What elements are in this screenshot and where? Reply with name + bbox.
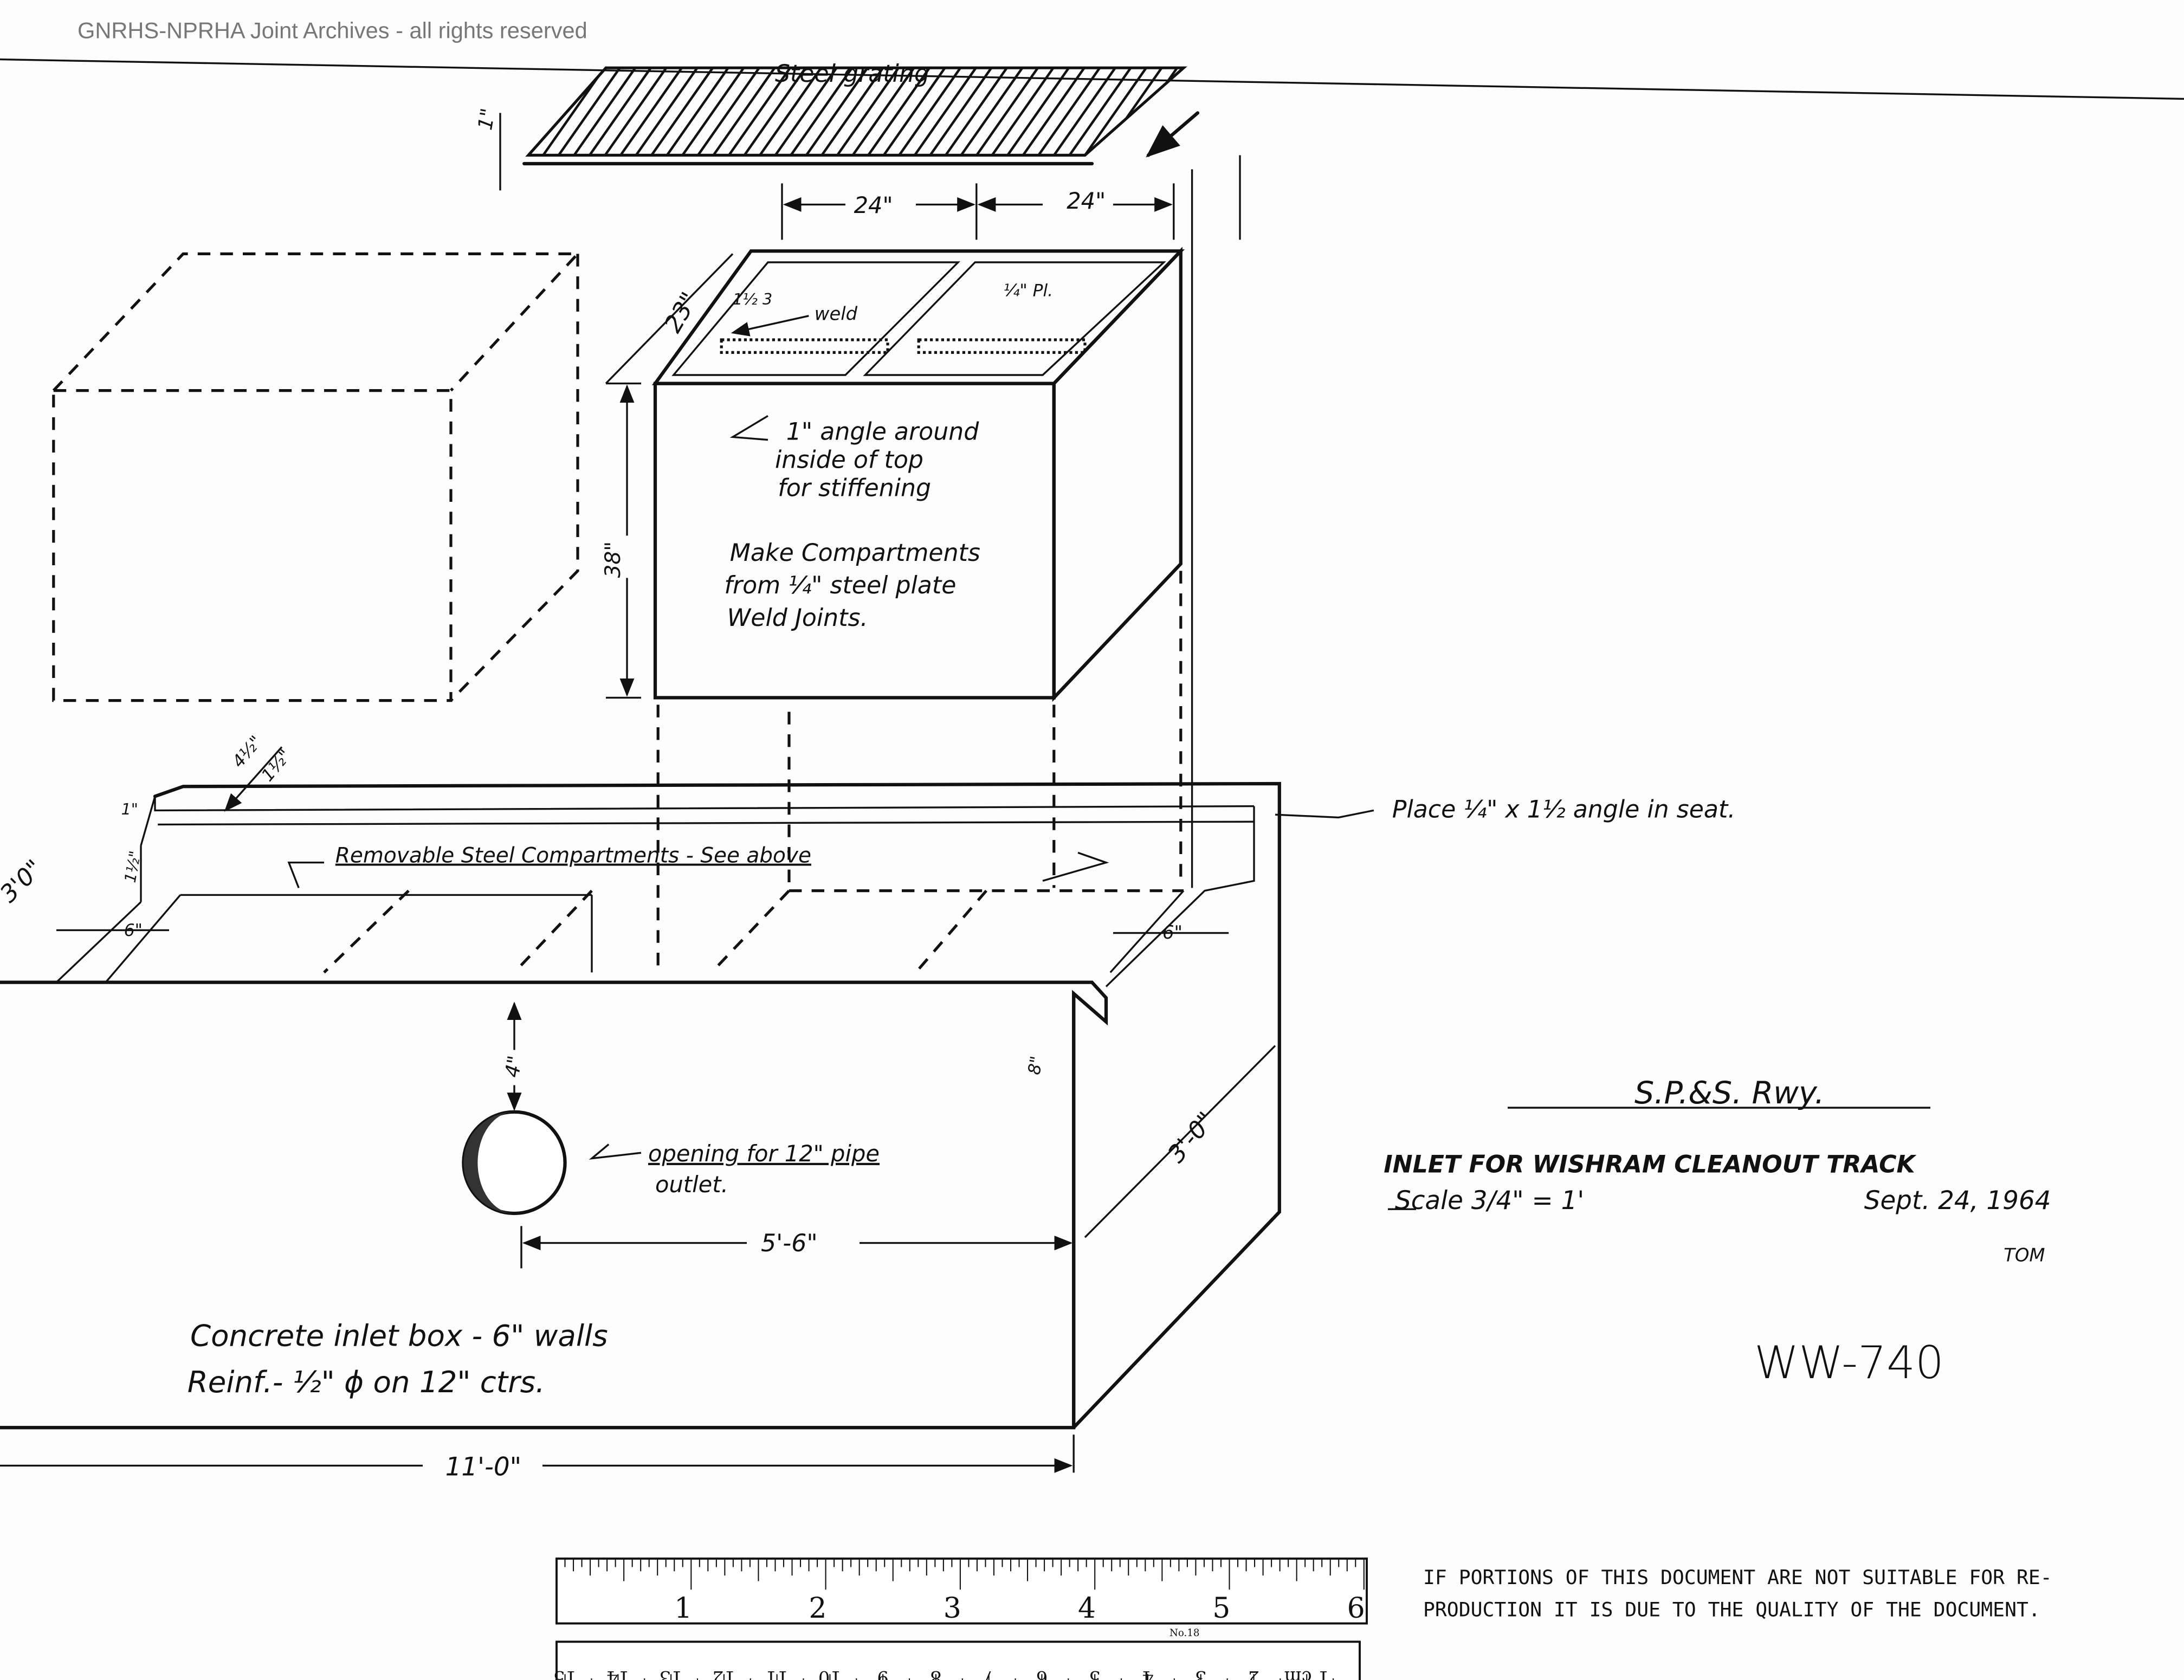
cm-label: 6	[1036, 1667, 1048, 1680]
steel-grating: Steel grating 1"	[473, 60, 1200, 191]
steel-compartment-box: 24" 24" 23" 1½ 3 weld ¼" Pl. 38" 1" angl…	[601, 155, 1241, 966]
weld-label: weld	[815, 303, 858, 325]
depth-dim: 23"	[659, 288, 703, 338]
inch-label: 3	[944, 1592, 961, 1625]
height-dim: 38"	[601, 541, 625, 578]
cm-label: 15	[553, 1667, 577, 1680]
concrete-box-note: Concrete inlet box - 6" walls Reinf.- ½"…	[188, 1318, 617, 1399]
cm-label: 1 cm	[1284, 1667, 1329, 1680]
removable-compartments-label: Removable Steel Compartments - See above	[335, 844, 811, 868]
inch-label: 4	[1078, 1592, 1096, 1625]
plate-note: Make Compartments from ¼" steel plate We…	[724, 539, 988, 632]
cm-label: 11	[765, 1667, 789, 1680]
notice-line-2: PRODUCTION IT IS DUE TO THE QUALITY OF T…	[1423, 1598, 2040, 1621]
drawing-date: Sept. 24, 1964	[1864, 1186, 2051, 1216]
cm-label: 12	[712, 1667, 735, 1680]
cm-label: 4	[1142, 1667, 1154, 1680]
seat-dim-c: 1"	[121, 800, 138, 818]
ruler-brand: No.18	[1169, 1627, 1199, 1639]
drawing-title: INLET FOR WISHRAM CLEANOUT TRACK	[1384, 1151, 1916, 1179]
cm-label: 9	[877, 1667, 889, 1680]
cm-label: 10	[818, 1667, 842, 1680]
cm-label: 14	[606, 1667, 630, 1680]
grating-label: Steel grating	[775, 60, 929, 88]
cm-label: 13	[660, 1667, 683, 1680]
cm-label: 2	[1248, 1667, 1260, 1680]
width-right-dim: 24"	[1067, 188, 1106, 214]
left-depth-dim: 3'0"	[0, 855, 48, 908]
concrete-inlet-box: 4½" 1½" 1" 1½" 3'0" Removable Steel Comp…	[0, 732, 1735, 1482]
wall-right-dim: 6"	[1162, 922, 1183, 943]
angle-note: 1" angle around inside of top for stiffe…	[775, 418, 986, 502]
notch-dim: 8"	[1024, 1055, 1046, 1076]
box-depth-dim: 3'-0"	[1162, 1107, 1220, 1168]
overall-length-dim: 11'-0"	[445, 1453, 522, 1482]
width-left-dim: 24"	[854, 192, 893, 218]
reproduction-notice: IF PORTIONS OF THIS DOCUMENT ARE NOT SUI…	[1423, 1566, 2052, 1621]
pipe-offset-dim: 5'-6"	[761, 1230, 818, 1257]
seat-angle-note: Place ¼" x 1½ angle in seat.	[1392, 796, 1736, 823]
title-block: S.P.&S. Rwy. INLET FOR WISHRAM CLEANOUT …	[1384, 1075, 2051, 1389]
pipe-top-dim: 4"	[500, 1054, 527, 1080]
notice-line-1: IF PORTIONS OF THIS DOCUMENT ARE NOT SUI…	[1423, 1566, 2052, 1589]
cm-label: 8	[930, 1667, 942, 1680]
drafter-initials: TOM	[2004, 1244, 2045, 1265]
archive-watermark: GNRHS-NPRHA Joint Archives - all rights …	[77, 18, 587, 43]
cm-label: 7	[983, 1667, 995, 1680]
cm-label: 5	[1089, 1667, 1101, 1680]
plate-label: ¼" Pl.	[1003, 281, 1053, 300]
seat-dim-a: 4½"	[229, 732, 266, 771]
inch-label: 1	[674, 1592, 692, 1625]
inch-label: 6	[1347, 1592, 1365, 1625]
angle-dims: 1½ 3	[733, 290, 772, 308]
inch-label: 5	[1212, 1592, 1230, 1625]
grating-thickness-dim: 1"	[473, 106, 500, 132]
cm-label: 3	[1195, 1667, 1207, 1680]
drawing-number: WW-740	[1754, 1336, 1944, 1389]
pipe-note: opening for 12" pipe outlet.	[648, 1140, 887, 1198]
dashed-compartment-outline	[52, 252, 581, 702]
wall-left-dim: 6"	[124, 921, 143, 940]
inch-label: 2	[809, 1592, 826, 1625]
drawing-scale: Scale 3/4" = 1'	[1395, 1186, 1584, 1216]
railway-name: S.P.&S. Rwy.	[1634, 1075, 1825, 1111]
